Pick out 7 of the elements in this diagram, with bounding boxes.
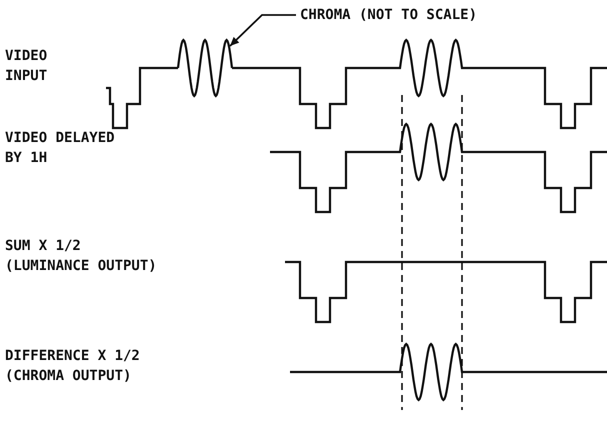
signal-label: DIFFERENCE X 1/2 (CHROMA OUTPUT) — [5, 347, 141, 386]
signal-label: VIDEO DELAYED BY 1H — [5, 129, 116, 168]
leader-line — [229, 14, 296, 47]
signal-label: SUM X 1/2 (LUMINANCE OUTPUT) — [5, 237, 158, 276]
chroma-burst — [176, 38, 234, 98]
callout-label: CHROMA (NOT TO SCALE) — [300, 5, 478, 25]
signal-label: VIDEO INPUT — [5, 47, 48, 86]
